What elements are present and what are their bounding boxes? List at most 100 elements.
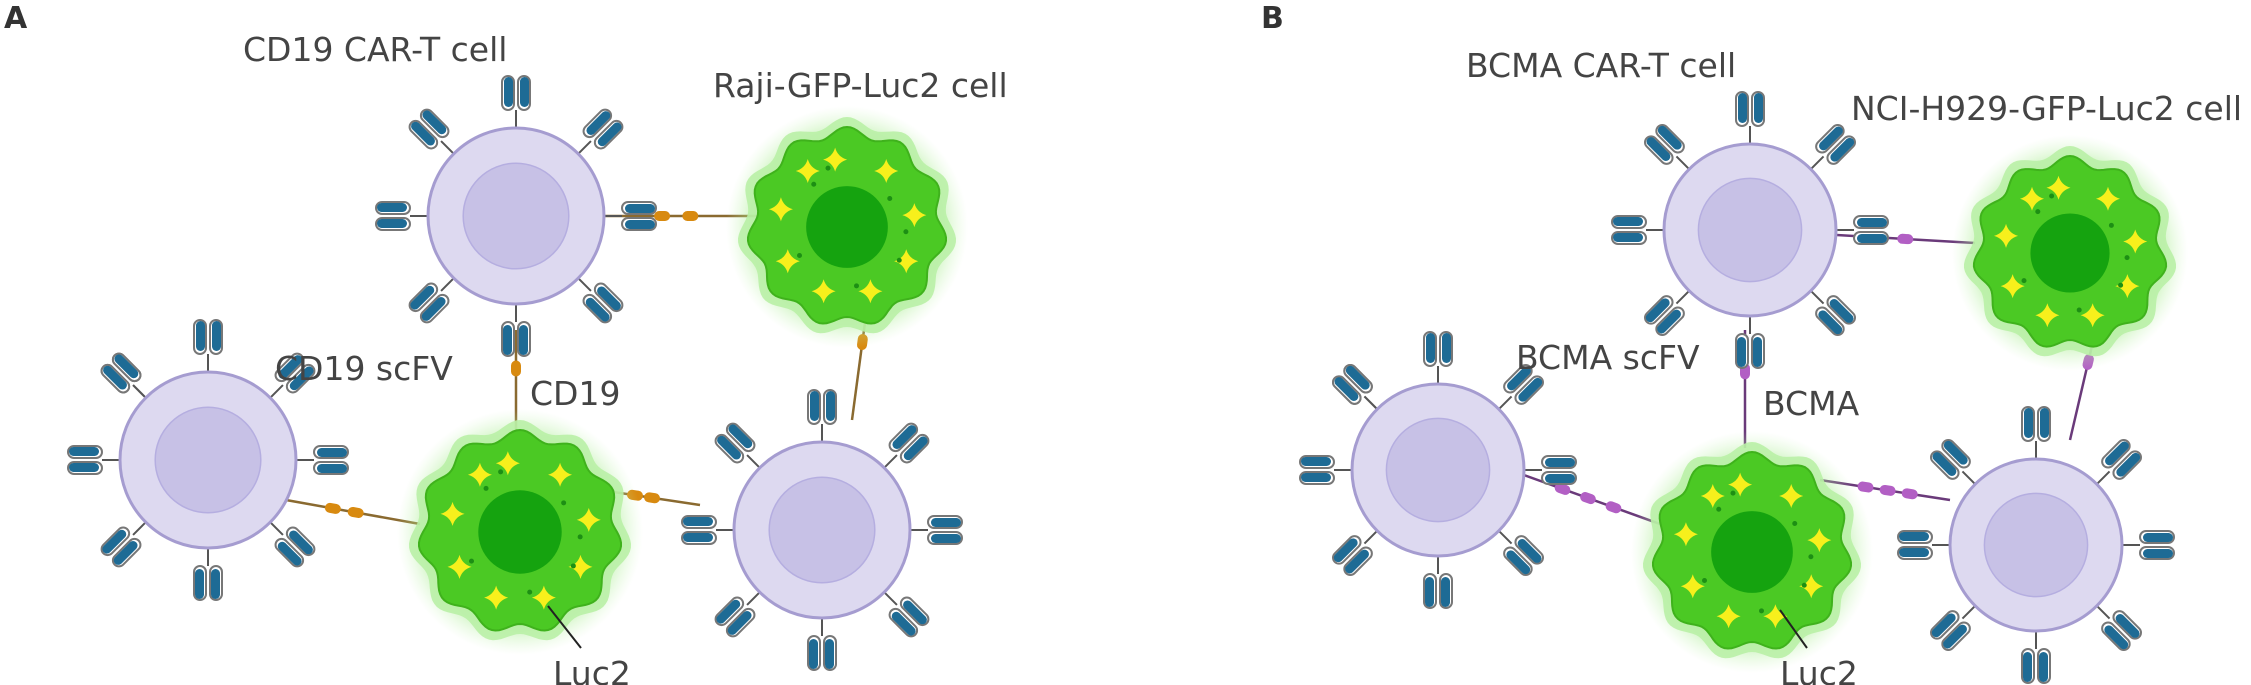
- receptor-chain: [2105, 441, 2129, 466]
- luciferase-star-icon: [1763, 604, 1788, 629]
- receptor-chain: [903, 600, 927, 625]
- receptor-stem: [883, 591, 898, 606]
- receptor-chain: [1518, 377, 1543, 402]
- receptor-chain: [717, 435, 741, 460]
- receptor-chain: [411, 121, 435, 146]
- luciferase-star-icon: [531, 585, 556, 610]
- antigen-icon: [1879, 484, 1896, 496]
- luciferase-star-icon: [1807, 528, 1832, 553]
- receptor-chain: [2039, 652, 2048, 682]
- tumor-cell-nucleus: [478, 490, 562, 574]
- antigen-capsule: [1605, 501, 1622, 514]
- receptor-chain: [585, 297, 610, 322]
- antigen-capsule: [1554, 482, 1571, 495]
- receptor-chain: [1613, 217, 1643, 226]
- car-receptor: [1644, 124, 1690, 170]
- luciferase-star-icon: [823, 147, 848, 172]
- receptor-stem: [132, 384, 147, 399]
- receptor-chain: [1943, 624, 1967, 649]
- antigen-icon: [347, 506, 364, 519]
- receptor-chain: [289, 530, 313, 555]
- luciferase-star-icon: [1994, 223, 2019, 248]
- tumor-cell: [397, 409, 643, 655]
- car-t-cell-label: BCMA CAR-T cell: [1466, 46, 1736, 85]
- car-receptor: [193, 548, 223, 601]
- panel-b-cells: [1299, 91, 2188, 684]
- receptor-chain: [1899, 548, 1929, 557]
- receptor-stem: [1363, 530, 1378, 545]
- tumor-cell: [1631, 431, 1873, 673]
- receptor-chain: [1441, 577, 1450, 607]
- car-receptor: [883, 422, 930, 469]
- car-receptor: [604, 201, 657, 231]
- car-receptor: [577, 277, 624, 324]
- tumor-dot: [1759, 608, 1764, 614]
- receptor-stem: [883, 454, 898, 469]
- receptor-chain: [597, 286, 621, 311]
- luciferase-star-icon: [1680, 574, 1705, 599]
- antigen-capsule: [511, 360, 521, 377]
- receptor-chain: [1737, 337, 1746, 367]
- car-receptor: [2096, 605, 2142, 651]
- luciferase-star-icon: [576, 507, 601, 532]
- car-t-cell: [681, 389, 963, 671]
- antigen-capsule: [347, 506, 364, 519]
- receptor-stem: [1498, 395, 1513, 410]
- receptor-chain: [1819, 126, 1843, 151]
- scfv-label: CD19 scFV: [275, 349, 453, 388]
- tumor-dot: [1702, 578, 1707, 583]
- car-receptor: [1897, 530, 1950, 560]
- receptor-stem: [1498, 530, 1513, 545]
- antigen-capsule: [644, 492, 660, 504]
- receptor-chain: [2115, 614, 2140, 638]
- tumor-dot: [887, 196, 893, 201]
- receptor-chain: [727, 611, 752, 635]
- receptor-chain: [211, 569, 220, 599]
- car-receptor: [714, 422, 761, 469]
- tumor-dot: [854, 283, 859, 289]
- receptor-chain: [903, 436, 928, 461]
- receptor-chain: [1442, 333, 1451, 363]
- luciferase-star-icon: [2123, 229, 2148, 254]
- luciferase-star-icon: [467, 462, 492, 487]
- antigen-capsule: [1879, 484, 1896, 496]
- tumor-dot: [527, 589, 533, 595]
- receptor-chain: [1345, 549, 1369, 574]
- antigen-capsule: [1857, 481, 1874, 493]
- receptor-chain: [289, 366, 314, 391]
- receptor-chain: [1857, 234, 1887, 243]
- tumor-cell-label: NCI-H929-GFP-Luc2 cell: [1851, 89, 2242, 128]
- car-t-cell-nucleus: [462, 162, 570, 270]
- luciferase-star-icon: [2035, 303, 2060, 328]
- receptor-chain: [1830, 137, 1855, 162]
- luciferase-star-icon: [811, 279, 836, 304]
- receptor-chain: [69, 447, 99, 456]
- luciferase-star-icon: [775, 249, 800, 274]
- tumor-dot: [577, 534, 583, 540]
- tumor-dot: [561, 500, 567, 506]
- luciferase-star-icon: [568, 554, 593, 579]
- tumor-dot: [797, 253, 802, 258]
- antigen-icon: [1554, 482, 1571, 495]
- receptor-chain: [1657, 125, 1682, 150]
- car-receptor: [1735, 316, 1765, 369]
- antigen-icon: [1901, 488, 1918, 500]
- car-receptor: [1299, 455, 1352, 485]
- receptor-chain: [114, 354, 139, 379]
- receptor-chain: [931, 518, 961, 527]
- receptor-chain: [1818, 310, 1843, 335]
- receptor-chain: [1507, 366, 1531, 391]
- receptor-stem: [577, 277, 592, 292]
- receptor-chain: [586, 111, 611, 135]
- tumor-dot: [2035, 209, 2041, 215]
- car-receptor: [2021, 406, 2051, 459]
- car-receptor: [1810, 290, 1856, 336]
- car-receptor: [1498, 530, 1544, 576]
- car-receptor: [1930, 439, 1976, 485]
- receptor-chain: [2143, 549, 2173, 558]
- car-receptor: [577, 108, 624, 155]
- tumor-dot: [1808, 554, 1814, 560]
- receptor-chain: [317, 464, 347, 473]
- receptor-chain: [377, 219, 407, 228]
